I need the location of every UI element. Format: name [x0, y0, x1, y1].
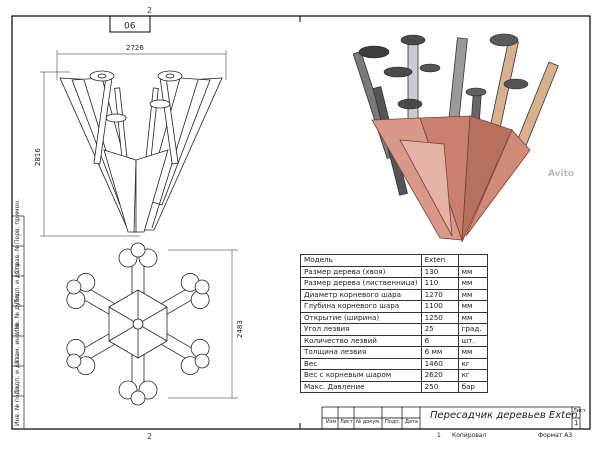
spec-table-header: Модель Exten [300, 254, 488, 267]
spec-cell-unit: мм [457, 288, 488, 301]
tb-bottom-num: 1 [437, 432, 441, 439]
plan-view-drawing [66, 242, 238, 406]
spec-cell-value: 2620 [420, 369, 459, 382]
spec-cell-value: 250 [420, 380, 459, 393]
tb-format: Формат А3 [538, 432, 573, 439]
spec-cell-unit: кг [457, 357, 488, 370]
tb-cell-podp: Подп. [385, 419, 401, 425]
spec-cell-value: 25 [420, 323, 459, 336]
spec-cell-unit: мм [457, 265, 488, 278]
watermark: Avito [548, 169, 575, 179]
spec-header-value: Exten [420, 254, 459, 267]
spec-cell-param: Вес [300, 357, 422, 370]
spec-cell-value: 1460 [420, 357, 459, 370]
spec-cell-param: Диаметр корневого шара [300, 288, 422, 301]
tb-copied: Копировал [452, 432, 487, 439]
spec-cell-param: Открытие (ширина) [300, 311, 422, 324]
spec-cell-param: Размер дерева (лиственница) [300, 277, 422, 290]
spec-cell-param: Размер дерева (хвоя) [300, 265, 422, 278]
spec-cell-unit: град. [457, 323, 488, 336]
tb-cell-date: Дата [405, 419, 418, 425]
spec-cell-unit: мм [457, 300, 488, 313]
spec-cell-unit: мм [457, 277, 488, 290]
render-3d [352, 33, 559, 243]
tb-cell-izm: Изм [326, 419, 337, 425]
spec-cell-param: Глубина корневого шара [300, 300, 422, 313]
drawing-title: Пересадчик деревьев Exten [430, 410, 578, 421]
spec-cell-param: Количество лезвий [300, 334, 422, 347]
tb-cell-doc: № докум. [356, 419, 381, 425]
spec-cell-param: Угол лезвия [300, 323, 422, 336]
spec-cell-param: Вес с корневым шаром [300, 369, 422, 382]
spec-cell-param: Толщина лезвия [300, 346, 422, 359]
spec-cell-unit: шт. [457, 334, 488, 347]
spec-cell-value: 1270 [420, 288, 459, 301]
spec-cell-value: 1100 [420, 300, 459, 313]
corner-code: 90 [124, 19, 136, 29]
tb-sheet-number: 1 [574, 419, 579, 427]
spec-cell-value: 6 мм [420, 346, 459, 359]
spec-cell-value: 6 [420, 334, 459, 347]
tb-sheet-label: Лист [573, 408, 586, 414]
spec-cell-value: 110 [420, 277, 459, 290]
zone-label-bottom: 2 [147, 432, 153, 441]
title-block-grid [321, 406, 581, 430]
spec-cell-unit: мм [457, 346, 488, 359]
spec-cell-unit: бар [457, 380, 488, 393]
dim-plan: 2483 [236, 320, 244, 338]
spec-cell-param: Макс. Давление [300, 380, 422, 393]
zone-label-top: 2 [147, 6, 153, 15]
spec-header-param: Модель [300, 254, 422, 267]
tb-cell-list: Лист [340, 419, 353, 425]
spec-cell-value: 130 [420, 265, 459, 278]
spec-header-unit [457, 254, 488, 267]
spec-cell-unit: кг [457, 369, 488, 382]
side-stamp-grid [11, 215, 25, 430]
side-stamp-1: Перв. примен. [14, 198, 21, 244]
side-stamp-7: Инв. № подл. [14, 384, 21, 426]
spec-cell-unit: мм [457, 311, 488, 324]
front-view-drawing [40, 50, 227, 237]
spec-cell-value: 1250 [420, 311, 459, 324]
dim-height: 2816 [34, 148, 42, 166]
dim-width: 2726 [126, 44, 144, 52]
